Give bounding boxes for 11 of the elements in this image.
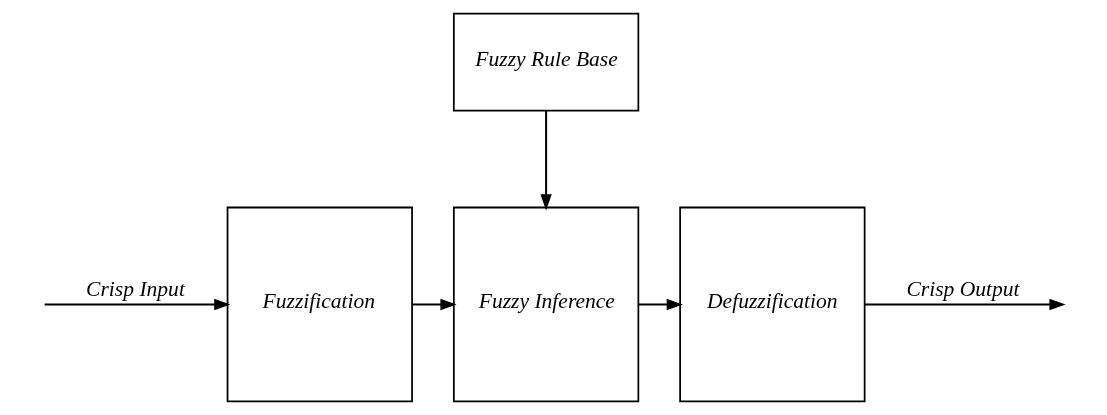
edge-label: Crisp Output <box>906 277 1020 302</box>
arrow <box>540 110 552 211</box>
node-box: Fuzzy Inference <box>452 206 640 403</box>
node-box: Defuzzification <box>679 206 866 403</box>
node-box: Fuzzy Rule Base <box>452 12 640 112</box>
arrow <box>412 298 457 311</box>
node-box: Fuzzification <box>226 206 413 403</box>
edge-label: Crisp Input <box>86 277 185 302</box>
arrow <box>638 298 683 311</box>
arrow <box>44 298 231 311</box>
arrow <box>864 298 1066 311</box>
